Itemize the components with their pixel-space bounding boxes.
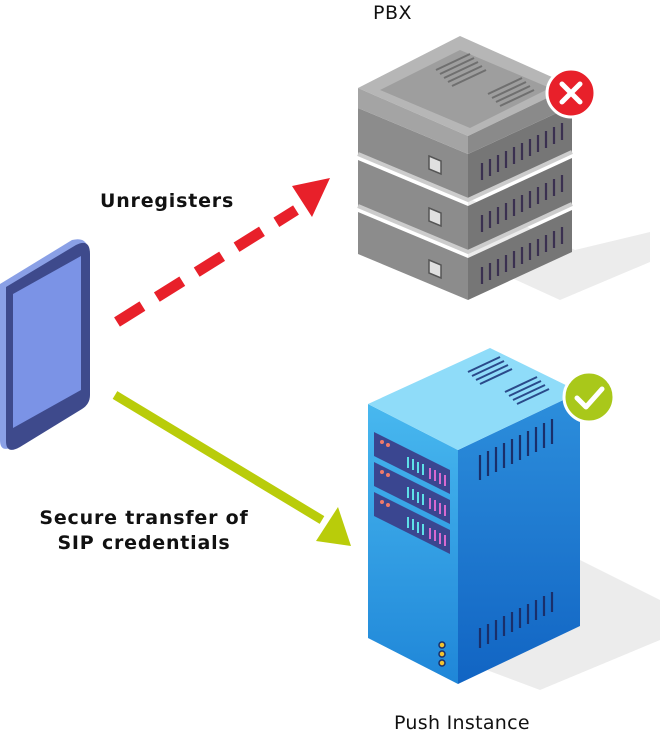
push-drive-bays: [374, 432, 450, 554]
secure-transfer-line-2: SIP credentials: [57, 532, 231, 554]
close-icon: [559, 81, 583, 105]
smartphone: [0, 239, 90, 450]
secure-transfer-label: Secure transfer of SIP credentials: [34, 506, 254, 556]
transfer-arrow: [112, 391, 351, 546]
unregister-arrowhead: [292, 178, 330, 217]
push-vents: [478, 419, 554, 648]
check-icon: [574, 386, 605, 410]
push-success-badge: [562, 370, 616, 424]
pbx-label: PBX: [373, 2, 413, 24]
pbx-server: [357, 36, 650, 300]
pbx-vents: [480, 123, 564, 284]
unregister-arrow: [114, 178, 330, 327]
transfer-arrowhead: [316, 507, 351, 546]
phone-screen: [13, 256, 81, 428]
push-top-face: [368, 348, 580, 450]
pbx-power-buttons: [428, 154, 442, 280]
secure-transfer-line-1: Secure transfer of: [39, 507, 249, 529]
unregisters-label: Unregisters: [100, 190, 235, 212]
push-indicator-lights: [438, 641, 446, 667]
pbx-error-badge: [545, 67, 597, 119]
push-instance-label: Push Instance: [394, 712, 530, 734]
push-instance-server: [368, 348, 660, 690]
